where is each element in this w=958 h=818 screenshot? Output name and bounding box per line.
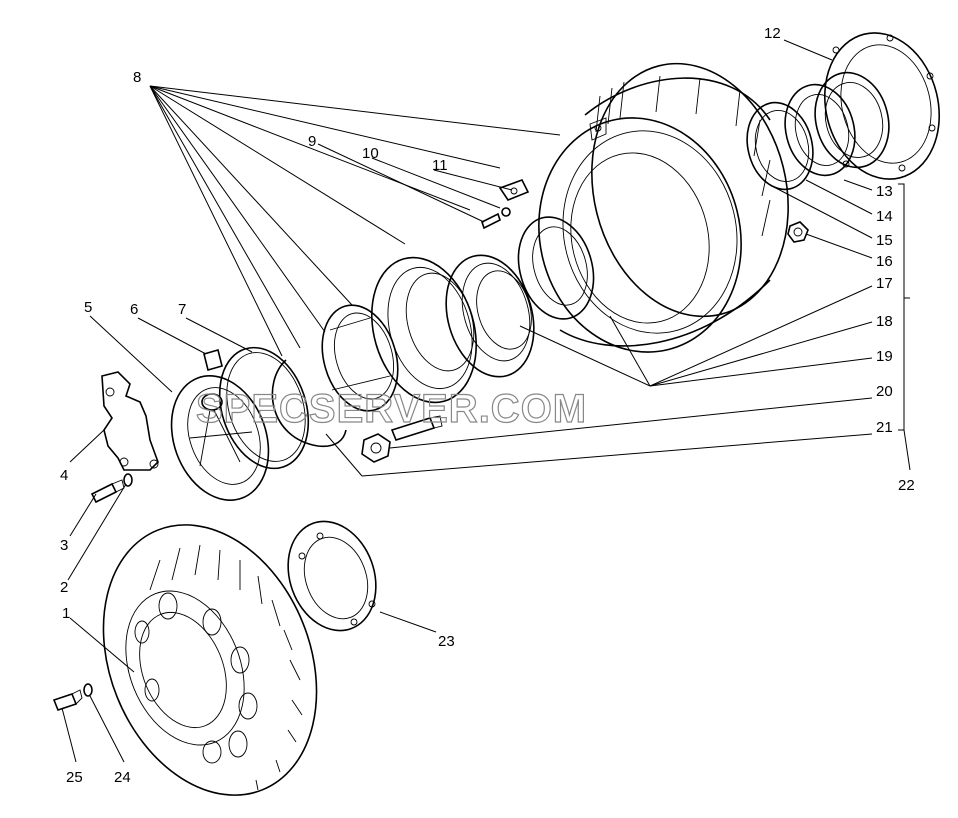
callout-2: 2: [60, 579, 68, 596]
callout-9: 9: [308, 133, 316, 150]
callout-24: 24: [114, 769, 131, 786]
part-bolt: [390, 415, 443, 441]
callout-11: 11: [432, 157, 448, 174]
part-circlip: [271, 359, 347, 448]
callout-18: 18: [876, 313, 893, 330]
callout-12: 12: [764, 25, 781, 42]
callout-19: 19: [876, 348, 893, 365]
callout-7: 7: [178, 301, 186, 318]
part-lock-plate: [498, 179, 530, 201]
part-drum-hub: [538, 62, 789, 353]
callout-3: 3: [60, 537, 68, 554]
leader-lines: [61, 39, 911, 763]
callout-23: 23: [438, 633, 455, 650]
callout-1: 1: [62, 605, 70, 622]
part-cap: [203, 349, 223, 371]
part-bolt-and-washer: [90, 473, 133, 504]
callout-labels: 1 2 3 4 5 6 7 8 9 10 11 12 13 14 15 16 1…: [60, 25, 915, 786]
part-ring-gear: [445, 254, 535, 378]
callout-20: 20: [876, 383, 893, 400]
part-nut: [787, 221, 809, 243]
callout-13: 13: [876, 183, 893, 200]
callout-22: 22: [898, 477, 915, 494]
callout-5: 5: [84, 299, 92, 316]
callout-15: 15: [876, 232, 893, 249]
part-ring-thin: [218, 346, 310, 470]
part-bracket: [101, 371, 159, 471]
part-housing-cover: [170, 375, 270, 501]
part-bolt-washer-bottom: [52, 683, 93, 711]
callout-17: 17: [876, 275, 893, 292]
callout-6: 6: [130, 301, 138, 318]
callout-16: 16: [876, 253, 893, 270]
callout-14: 14: [876, 208, 893, 225]
part-small-bolt: [481, 207, 511, 230]
callout-21: 21: [876, 419, 893, 436]
callout-4: 4: [60, 467, 68, 484]
callout-10: 10: [362, 145, 379, 162]
callout-8: 8: [133, 69, 141, 86]
watermark-text: SPECSERVER.COM: [196, 387, 587, 431]
part-hex-nut: [361, 433, 391, 463]
part-outer-flange: [823, 32, 941, 180]
part-brake-disc: [102, 524, 318, 796]
part-seal-rings: [746, 71, 890, 191]
callout-25: 25: [66, 769, 83, 786]
part-inner-bearing: [517, 216, 595, 320]
part-small-cover: [287, 520, 377, 632]
part-spline-hub: [370, 256, 478, 404]
